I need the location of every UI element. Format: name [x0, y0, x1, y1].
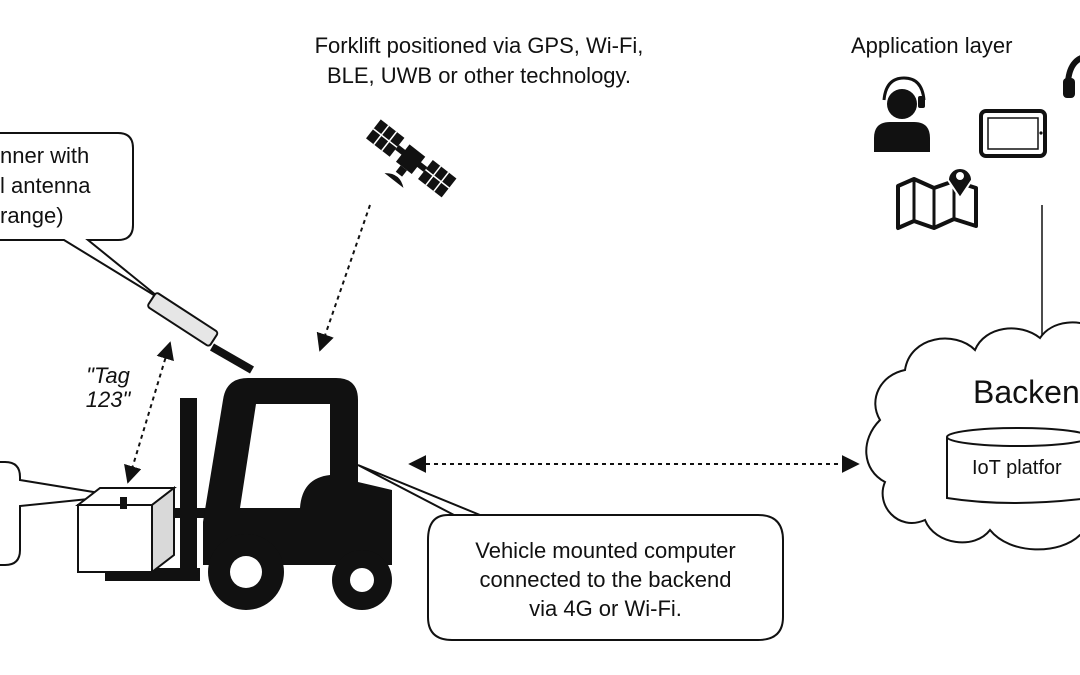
computer-callout-line-1: Vehicle mounted computer — [475, 538, 736, 563]
satellite-icon — [366, 119, 457, 198]
scanner-callout-line-3: range) — [0, 203, 64, 228]
box-icon — [75, 485, 177, 575]
database-icon — [946, 427, 1080, 504]
computer-callout-line-2: connected to the backend — [479, 567, 732, 592]
scanner-callout-line-2: l antenna — [0, 173, 91, 198]
gps-signal-arrow — [316, 204, 371, 352]
application-layer-title: Application layer — [851, 33, 1013, 58]
tag-label-line-1: "Tag — [86, 363, 130, 388]
scanner-callout-bubble — [0, 132, 163, 301]
computer-callout-line-3: via 4G or Wi-Fi. — [529, 596, 682, 621]
iot-platform-label: IoT platfor — [972, 457, 1062, 479]
forklift-icon — [105, 378, 392, 610]
tablet-icon — [979, 109, 1047, 158]
operator-headset-icon — [874, 76, 930, 152]
computer-callout-bubble — [357, 464, 784, 641]
item-callout-bubble — [0, 461, 119, 566]
rfid-antenna-icon — [147, 292, 254, 374]
scanner-callout-line-1: nner with — [0, 143, 90, 168]
headset-icon — [1063, 55, 1080, 98]
rfid-read-arrow — [124, 341, 174, 484]
positioning-caption-line-1: Forklift positioned via GPS, Wi-Fi, — [314, 33, 644, 58]
tag-label-line-2: 123" — [85, 387, 131, 412]
positioning-caption-line-2: BLE, UWB or other technology. — [326, 63, 632, 88]
map-pin-icon — [896, 167, 978, 230]
backend-title: Backen — [973, 374, 1080, 410]
